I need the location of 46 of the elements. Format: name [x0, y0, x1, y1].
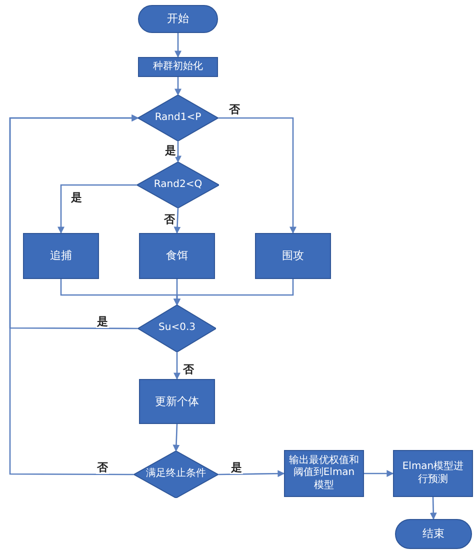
edge-label: 否	[182, 364, 195, 376]
edge-label: 是	[96, 316, 109, 328]
edge-label: 是	[230, 462, 243, 474]
node-text: 围攻	[281, 249, 305, 263]
decision-diamond	[137, 162, 219, 208]
arrow	[218, 117, 296, 234]
process-box	[139, 379, 215, 424]
node-text: 满足终止条件	[145, 468, 207, 481]
node-text: 结束	[422, 527, 446, 541]
node-text: 食饵	[165, 249, 189, 263]
decision-diamond	[134, 451, 218, 498]
arrow	[174, 77, 182, 96]
arrow	[174, 352, 180, 380]
process-box	[138, 57, 218, 77]
arrow	[9, 114, 139, 476]
decision-diamond	[138, 95, 218, 141]
edge-label: 否	[163, 214, 176, 226]
process-box	[139, 233, 215, 279]
arrow	[174, 208, 181, 234]
arrow	[174, 279, 294, 306]
arrow	[58, 184, 137, 234]
arrow	[430, 496, 437, 520]
node-text: 输出最优权值和阈值到Elman模型	[288, 454, 360, 492]
arrow	[172, 424, 180, 452]
node-text: Rand2<Q	[152, 178, 204, 192]
node-text: 更新个体	[154, 394, 200, 408]
edge-label: 否	[228, 104, 241, 116]
node-text: Su<0.3	[158, 322, 196, 335]
arrow	[174, 33, 182, 58]
process-box	[393, 450, 473, 497]
node-text: Rand1<P	[154, 112, 202, 124]
node-text: 种群初始化	[152, 60, 204, 74]
edge-label: 否	[96, 462, 109, 474]
edge-label: 是	[164, 145, 177, 158]
arrow	[174, 141, 182, 163]
process-box	[255, 233, 331, 279]
edge-label: 是	[70, 192, 83, 204]
terminal-box	[138, 5, 218, 33]
node-text: Elman模型进行预测	[401, 461, 465, 486]
process-box	[23, 233, 99, 279]
node-text: 开始	[166, 12, 190, 26]
arrow	[218, 470, 285, 478]
arrow	[364, 470, 394, 477]
decision-diamond	[138, 305, 216, 352]
node-text: 追捕	[49, 249, 73, 263]
terminal-box	[395, 519, 472, 549]
